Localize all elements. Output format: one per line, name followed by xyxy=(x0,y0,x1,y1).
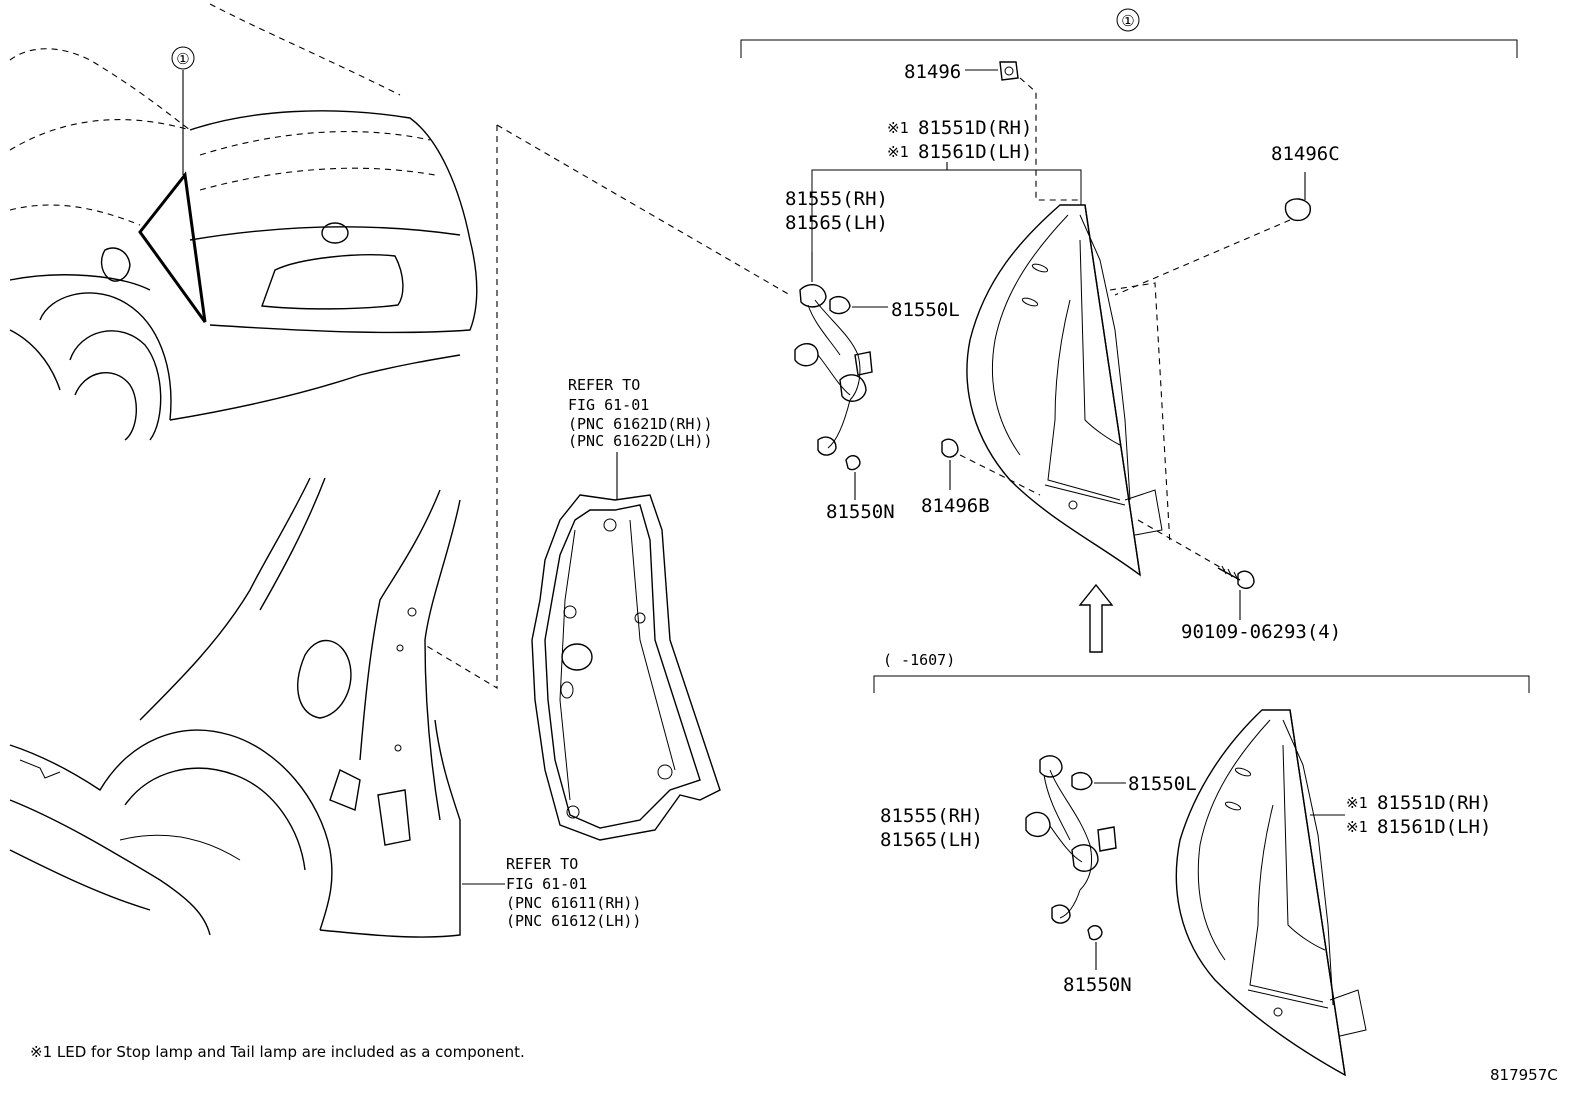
label-81496: 81496 xyxy=(904,61,961,83)
callout-marker-car: ① xyxy=(176,50,189,68)
label-81496b: 81496B xyxy=(921,495,990,517)
clip-81496c xyxy=(1114,172,1311,296)
arrow-up-icon xyxy=(1078,583,1114,653)
note-mark: ※1 xyxy=(1346,818,1368,836)
label-90109: 90109-06293(4) xyxy=(1181,621,1341,643)
label-81555-rh-bottom: 81555(RH) xyxy=(880,805,983,827)
diagram-id: 817957C xyxy=(1490,1066,1558,1084)
label-81496c: 81496C xyxy=(1271,143,1340,165)
quarter-panel xyxy=(9,477,505,938)
footnote: ※1 LED for Stop lamp and Tail lamp are i… xyxy=(30,1043,525,1061)
label-81555-rh-top: 81555(RH) xyxy=(785,188,888,210)
refer-upper-line3: (PNC 61621D(RH)) xyxy=(568,415,713,433)
tail-lamp-bottom xyxy=(1175,709,1367,1077)
note-mark: ※1 xyxy=(1346,794,1368,812)
label-81561d-lh-bottom: 81561D(LH) xyxy=(1377,816,1491,838)
note-mark: ※1 xyxy=(887,143,909,161)
clip-81496b xyxy=(941,438,1041,496)
label-81561d-lh-top: 81561D(LH) xyxy=(918,141,1032,163)
label-81551d-rh-top: 81551D(RH) xyxy=(918,117,1032,139)
assembly-bracket-bottom xyxy=(873,675,1530,693)
wire-harness-top xyxy=(794,252,888,500)
refer-upper-line1: REFER TO xyxy=(568,376,640,394)
range-note: ( -1607) xyxy=(883,651,955,669)
refer-lower-line1: REFER TO xyxy=(506,855,578,873)
rear-lamp-highlight xyxy=(138,171,207,323)
label-81565-lh-bottom: 81565(LH) xyxy=(880,829,983,851)
label-81565-lh-top: 81565(LH) xyxy=(785,212,888,234)
refer-lower-line2: FIG 61-01 xyxy=(506,875,587,893)
tail-lamp-top xyxy=(966,204,1226,577)
screw-90109 xyxy=(1217,565,1255,620)
wire-harness-bottom xyxy=(1025,755,1126,970)
callout-marker-assembly: ① xyxy=(1121,12,1134,30)
refer-lower-line4: (PNC 61612(LH)) xyxy=(506,912,641,930)
label-81550l-bottom: 81550L xyxy=(1128,773,1197,795)
car-rear-view: ① xyxy=(9,3,478,441)
clip-81496 xyxy=(965,61,1080,201)
inner-trim-panel xyxy=(531,452,721,841)
refer-upper-line4: (PNC 61622D(LH)) xyxy=(568,432,713,450)
label-81550n-bottom: 81550N xyxy=(1063,974,1132,996)
label-81550l-top: 81550L xyxy=(891,299,960,321)
note-mark: ※1 xyxy=(887,119,909,137)
label-81551d-rh-bottom: 81551D(RH) xyxy=(1377,792,1491,814)
label-81550n-top: 81550N xyxy=(826,501,895,523)
refer-lower-line3: (PNC 61611(RH)) xyxy=(506,894,641,912)
refer-upper-line2: FIG 61-01 xyxy=(568,396,649,414)
assembly-bracket-top: ① xyxy=(740,8,1518,58)
